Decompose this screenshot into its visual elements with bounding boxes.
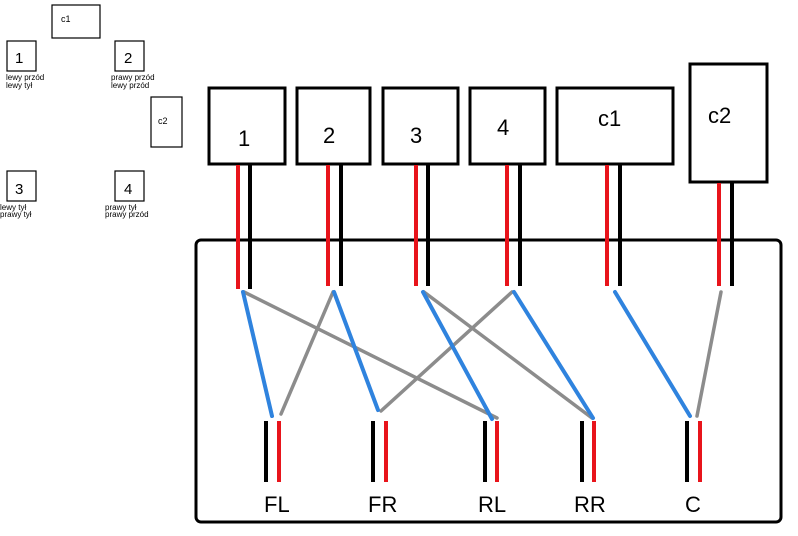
speaker-4-box: [468, 86, 547, 166]
gray-links: [242, 290, 723, 420]
link-2-to-fl: [279, 290, 335, 416]
mini-map: c1 1 lewy przód lewy tył 2 prawy przód l…: [0, 4, 183, 219]
mini-c2-label: c2: [158, 116, 168, 126]
speaker-c2-label: c2: [708, 103, 731, 128]
mini-4-label: 4: [124, 181, 132, 198]
link-3-to-rr: [422, 290, 594, 420]
mini-2-line2: lewy przód: [111, 81, 149, 90]
blue-links: [241, 290, 692, 421]
speaker-2-box: [295, 86, 372, 166]
mini-4-line2: prawy przód: [105, 210, 149, 219]
mini-1-label: 1: [15, 50, 23, 67]
output-fr-label: FR: [368, 492, 397, 517]
speaker-3-label: 3: [410, 123, 422, 148]
link-4-to-rr: [512, 290, 595, 420]
mini-2-box: [114, 40, 145, 72]
output-rr-label: RR: [574, 492, 606, 517]
output-fl-label: FL: [264, 492, 290, 517]
mini-4-box: [114, 170, 145, 202]
link-4-to-fr: [379, 290, 514, 413]
link-3-to-rl: [421, 290, 494, 421]
output-labels: FL FR RL RR C: [264, 492, 701, 517]
speaker-c1-label: c1: [598, 106, 621, 131]
mini-c1-label: c1: [61, 14, 71, 24]
mini-3-line1: lewy tył: [0, 203, 26, 212]
speaker-wires: [236, 165, 734, 289]
main-enclosure: [194, 238, 783, 524]
mini-3-label: 3: [15, 181, 23, 198]
mini-1-box: [6, 40, 37, 72]
speaker-boxes: 1 2 3 4 c1 c2: [207, 62, 769, 184]
mini-2-label: 2: [124, 50, 132, 67]
speaker-1-box: [207, 86, 287, 166]
mini-c2-box: [150, 96, 183, 148]
output-c-label: C: [685, 492, 701, 517]
link-1-to-fl: [241, 290, 274, 418]
mini-4-line1: prawy tył: [105, 203, 137, 212]
link-c1-to-c: [613, 290, 692, 418]
link-1-to-rl: [242, 290, 499, 420]
link-c2-to-c: [695, 290, 723, 418]
mini-1-line1: lewy przód: [6, 73, 44, 82]
mini-2-line1: prawy przód: [111, 73, 155, 82]
speaker-3-box: [381, 86, 460, 166]
mini-3-box: [6, 170, 37, 202]
output-rl-label: RL: [478, 492, 506, 517]
speaker-c2-box: [688, 62, 769, 184]
mini-1-line2: lewy tył: [6, 81, 32, 90]
mini-c1-box: [51, 4, 101, 39]
output-wires: [264, 421, 702, 482]
speaker-1-label: 1: [238, 126, 250, 151]
mini-3-line2: prawy tył: [0, 210, 32, 219]
link-2-to-fr: [332, 290, 380, 412]
speaker-c1-box: [555, 86, 675, 166]
speaker-4-label: 4: [497, 115, 509, 140]
speaker-2-label: 2: [323, 123, 335, 148]
